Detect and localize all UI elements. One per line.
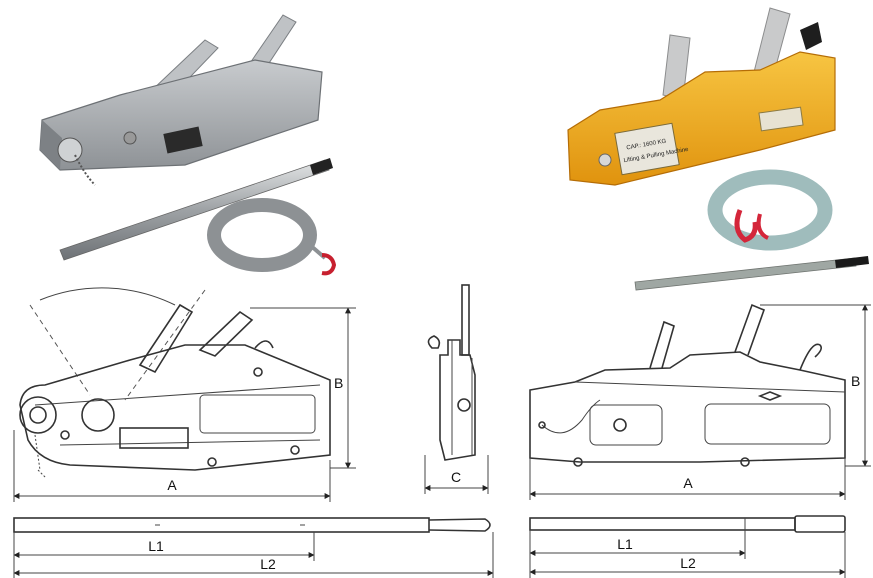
right-reverse-lever <box>734 303 766 356</box>
yellow-hook-1 <box>734 209 758 243</box>
right-pin <box>538 421 546 429</box>
right-foot-bolt-1 <box>573 457 583 467</box>
lever-swing-arc <box>39 287 176 306</box>
left-anchor-ring-inner <box>29 406 47 424</box>
dim-label-l2-left: L2 <box>260 556 276 572</box>
swing-limit-line-2 <box>124 289 206 401</box>
yellow-handle-grip <box>835 256 869 268</box>
left-anchor-ring-outer <box>19 396 57 434</box>
dim-label-a-right: A <box>683 475 693 491</box>
left-crank-hub <box>81 398 115 432</box>
end-knob <box>427 335 441 349</box>
front-pin <box>57 137 83 163</box>
photo-gray-hoist <box>39 14 337 276</box>
gray-cable-coil <box>207 198 317 272</box>
swing-limit-line-1 <box>29 304 91 396</box>
yellow-front-pin <box>598 153 612 167</box>
drawing-left-side-view: A B <box>13 287 356 502</box>
left-handle-tube <box>13 517 430 533</box>
yellow-warning-plate <box>758 106 804 132</box>
left-pin-chain <box>34 434 47 479</box>
left-bolt-4 <box>290 445 300 455</box>
drawing-right-handle: L1 L2 <box>529 515 846 578</box>
right-pin-wire <box>541 399 601 434</box>
dim-label-b-right: B <box>851 373 860 389</box>
gray-hook <box>321 253 337 276</box>
right-handle-tube <box>529 517 796 531</box>
left-nameplate-outline <box>119 427 189 449</box>
yellow-cable-coil <box>707 169 833 251</box>
right-handle-grip <box>794 515 846 533</box>
drawing-left-handle: L1 L2 <box>13 517 494 578</box>
end-lever <box>461 284 470 356</box>
right-release-hook <box>799 343 822 371</box>
dim-label-c: C <box>451 469 461 485</box>
end-body-ribs <box>451 340 473 455</box>
left-release-hook <box>254 340 274 349</box>
left-body-outline <box>19 344 331 471</box>
right-forward-lever <box>649 320 675 369</box>
gray-nameplate <box>163 126 203 154</box>
left-bolt-1 <box>60 430 70 440</box>
left-bolt-2 <box>207 457 217 467</box>
yellow-nameplate <box>614 122 680 176</box>
right-badge <box>757 391 783 401</box>
handle-grip <box>310 158 333 175</box>
shaft-bolt <box>123 131 137 145</box>
left-forward-lever <box>138 303 194 374</box>
left-handle-grip <box>428 518 491 532</box>
safety-chain <box>74 154 96 186</box>
left-reverse-lever <box>198 310 254 357</box>
release-knob <box>800 22 822 50</box>
dim-label-l1-right: L1 <box>617 536 633 552</box>
right-body-rib <box>574 381 846 393</box>
drawing-left-end-view: C <box>424 284 489 494</box>
dim-label-b-left: B <box>334 375 343 391</box>
right-inner-panel-right <box>704 403 831 445</box>
left-bolt-3 <box>253 367 263 377</box>
end-shaft <box>457 398 471 412</box>
drawing-right-side-view: A B <box>529 303 871 500</box>
telescopic-handle <box>59 159 330 261</box>
left-body-upper-rib <box>34 384 321 406</box>
dim-label-l2-right: L2 <box>680 555 696 571</box>
gray-hoist-front-face <box>40 120 62 170</box>
yellow-telescopic-handle <box>634 257 857 291</box>
right-body-outline <box>529 351 846 463</box>
right-shaft <box>613 418 627 432</box>
yellow-hook-2 <box>756 213 769 240</box>
dim-label-a-left: A <box>167 477 177 493</box>
end-body-outline <box>439 339 476 461</box>
right-foot-bolt-2 <box>740 457 750 467</box>
right-inner-panel-left <box>589 404 663 446</box>
photo-yellow-hoist: CAP.: 1600 KG Lifting & Pulling Machine <box>567 7 869 291</box>
left-inner-panel <box>199 394 316 434</box>
left-body-lower-rib <box>59 439 321 446</box>
dim-label-l1-left: L1 <box>148 538 164 554</box>
